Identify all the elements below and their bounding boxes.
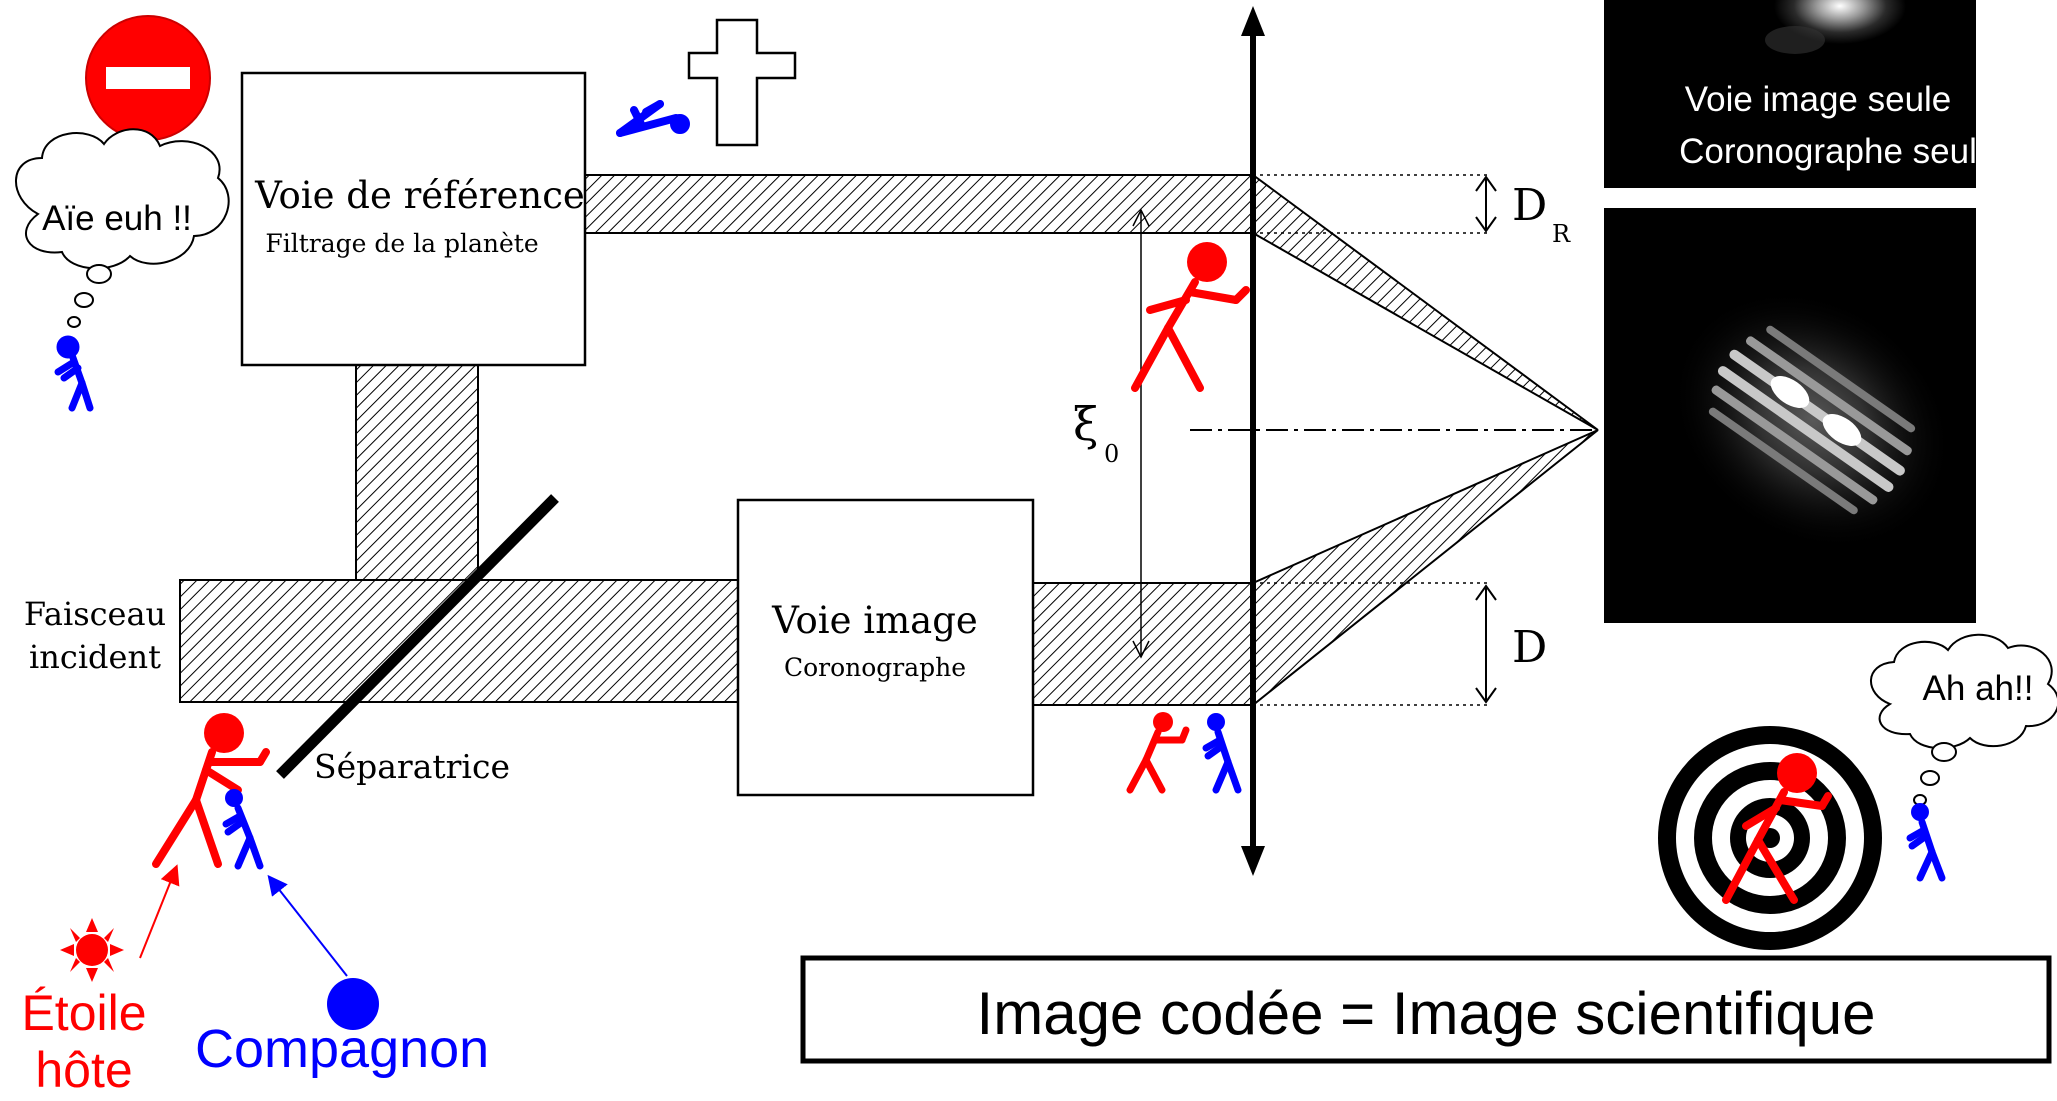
incident-beam-label-line1: Faisceau bbox=[24, 595, 166, 633]
host-star-arrow bbox=[140, 868, 176, 958]
image-path-subtitle: Coronographe bbox=[784, 653, 966, 682]
lens bbox=[1241, 6, 1265, 876]
xi-label: ξ bbox=[1073, 397, 1098, 451]
companion-figure-entrance bbox=[225, 789, 260, 866]
host-star-sun-icon bbox=[60, 918, 124, 982]
thought-ouch-text: Aïe euh !! bbox=[42, 199, 192, 238]
top-panel-text-line1: Voie image seule bbox=[1685, 80, 1952, 119]
top-image-panel: Voie image seule Coronographe seul bbox=[1604, 0, 1977, 188]
thought-bubble-haha: Ah ah!! bbox=[1871, 635, 2057, 805]
image-path-box: Voie image Coronographe bbox=[738, 500, 1033, 795]
fallen-companion-figure bbox=[620, 104, 686, 133]
vertical-beam bbox=[356, 365, 478, 580]
thought-haha-text: Ah ah!! bbox=[1923, 669, 2034, 708]
companion-figure-small-left bbox=[58, 339, 90, 408]
incident-beam-label-line2: incident bbox=[29, 638, 161, 676]
reference-path-title: Voie de référence bbox=[254, 174, 585, 217]
target-icon bbox=[1658, 726, 1882, 950]
image-path-title: Voie image bbox=[771, 599, 978, 642]
thought-bubble-ouch: Aïe euh !! bbox=[16, 129, 229, 327]
conclusion-text: Image codée = Image scientifique bbox=[977, 980, 1876, 1047]
reference-beam bbox=[585, 175, 1253, 233]
d-label: D bbox=[1512, 622, 1547, 673]
host-star-label-line1: Étoile bbox=[21, 985, 146, 1041]
host-star-figure-lens bbox=[1135, 242, 1246, 388]
companion-arrow bbox=[270, 878, 347, 976]
companion-label: Compagnon bbox=[195, 1019, 489, 1079]
reference-path-box: Voie de référence Filtrage de la planète bbox=[242, 73, 585, 365]
companion-figure-target bbox=[1910, 803, 1942, 878]
conclusion-box: Image codée = Image scientifique bbox=[803, 958, 2049, 1061]
host-star-figure-small bbox=[1130, 712, 1186, 790]
reference-path-subtitle: Filtrage de la planète bbox=[265, 229, 538, 258]
d-r-subscript: R bbox=[1552, 220, 1571, 248]
d-r-label: D bbox=[1512, 180, 1547, 231]
image-beam bbox=[1033, 583, 1253, 705]
xi-subscript: 0 bbox=[1104, 440, 1119, 468]
host-star-label-line2: hôte bbox=[35, 1042, 132, 1098]
companion-figure-small-lens bbox=[1206, 713, 1238, 790]
grave-cross-icon bbox=[689, 20, 795, 145]
speckle-image-panel bbox=[1604, 208, 2004, 623]
top-panel-text-line2: Coronographe seul bbox=[1679, 132, 1977, 171]
beamsplitter-label: Séparatrice bbox=[314, 747, 510, 786]
no-entry-sign-icon bbox=[86, 16, 210, 140]
